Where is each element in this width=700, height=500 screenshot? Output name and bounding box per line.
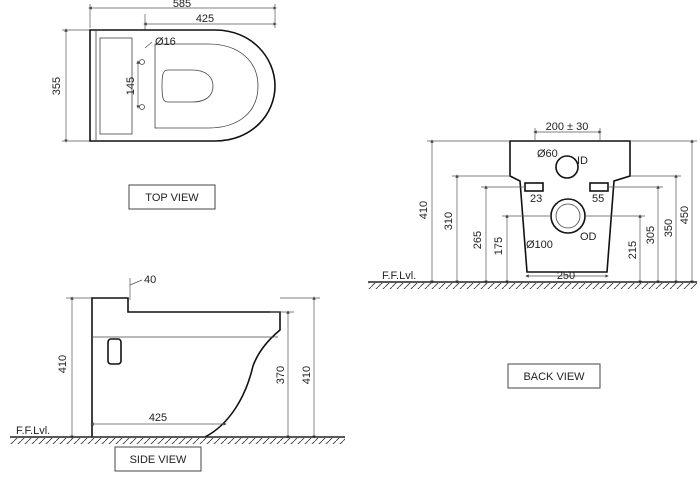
dim-side-410-left: 410 [57, 355, 69, 373]
back-body-outline [509, 140, 631, 273]
side-body-outline [91, 297, 281, 438]
back-waste-inner [555, 203, 581, 229]
supply-note-label: ID [577, 155, 588, 167]
bolt-left-label: 23 [530, 193, 542, 205]
back-floor-hatch [368, 283, 697, 289]
dim-side-410-right: 410 [301, 366, 313, 384]
top-view: 585 425 355 Ø16 145 TOP VIEW [51, 0, 277, 210]
back-supply-inlet [555, 155, 579, 179]
side-view: 40 410 370 410 425 F.F.Lvl. SIDE VIEW [10, 274, 345, 472]
bolt-right-label: 55 [592, 193, 604, 205]
waste-diameter-label: Ø100 [526, 239, 553, 251]
top-tank-cover [99, 37, 133, 135]
dim-585-label: 585 [173, 0, 191, 10]
side-view-label: SIDE VIEW [130, 454, 187, 466]
top-seat-rim [154, 43, 259, 129]
top-dim-355: 355 [51, 28, 100, 143]
top-dim-425: 425 [143, 13, 277, 30]
waste-note-label: OD [580, 231, 597, 243]
back-view-label: BACK VIEW [523, 371, 585, 383]
back-dim-215: 215 [627, 241, 639, 259]
back-dim-410: 410 [418, 201, 430, 219]
back-dim-310: 310 [443, 212, 455, 230]
back-dim-450: 450 [679, 206, 691, 224]
supply-diameter-label: Ø60 [537, 148, 558, 160]
dim-355-label: 355 [51, 77, 63, 95]
side-view-label-box [114, 446, 202, 472]
top-body-outline [89, 29, 276, 142]
dim-145-label: 145 [125, 77, 137, 95]
back-dim-305: 305 [645, 226, 657, 244]
back-view: 200 ± 30 Ø60 ID 23 55 Ø100 OD 250 410 31… [368, 121, 697, 389]
back-bolt-slot-left [524, 182, 544, 192]
side-inspection-slot [107, 338, 122, 365]
back-bolt-slot-right [589, 182, 609, 192]
side-floor-label: F.F.Lvl. [16, 425, 50, 437]
top-hinge-hole-2 [139, 104, 145, 110]
back-floor-label: F.F.Lvl. [382, 270, 416, 282]
dim-200-label: 200 ± 30 [546, 121, 589, 133]
top-view-label: TOP VIEW [145, 192, 199, 204]
dim-425-label: 425 [196, 13, 214, 25]
side-floor-hatch [10, 438, 345, 444]
dim-side-370: 370 [275, 366, 287, 384]
hole-diameter-label: Ø16 [155, 36, 176, 48]
back-view-label-box [507, 363, 601, 389]
dim-40-label: 40 [144, 274, 156, 286]
top-view-label-box [128, 184, 216, 210]
back-dim-175: 175 [493, 237, 505, 255]
top-bowl-opening [161, 69, 214, 103]
back-dim-250: 250 [557, 270, 575, 282]
dim-side-425: 425 [149, 412, 167, 424]
back-dim-265: 265 [472, 231, 484, 249]
back-dim-350: 350 [663, 219, 675, 237]
top-hinge-hole-1 [139, 59, 145, 65]
